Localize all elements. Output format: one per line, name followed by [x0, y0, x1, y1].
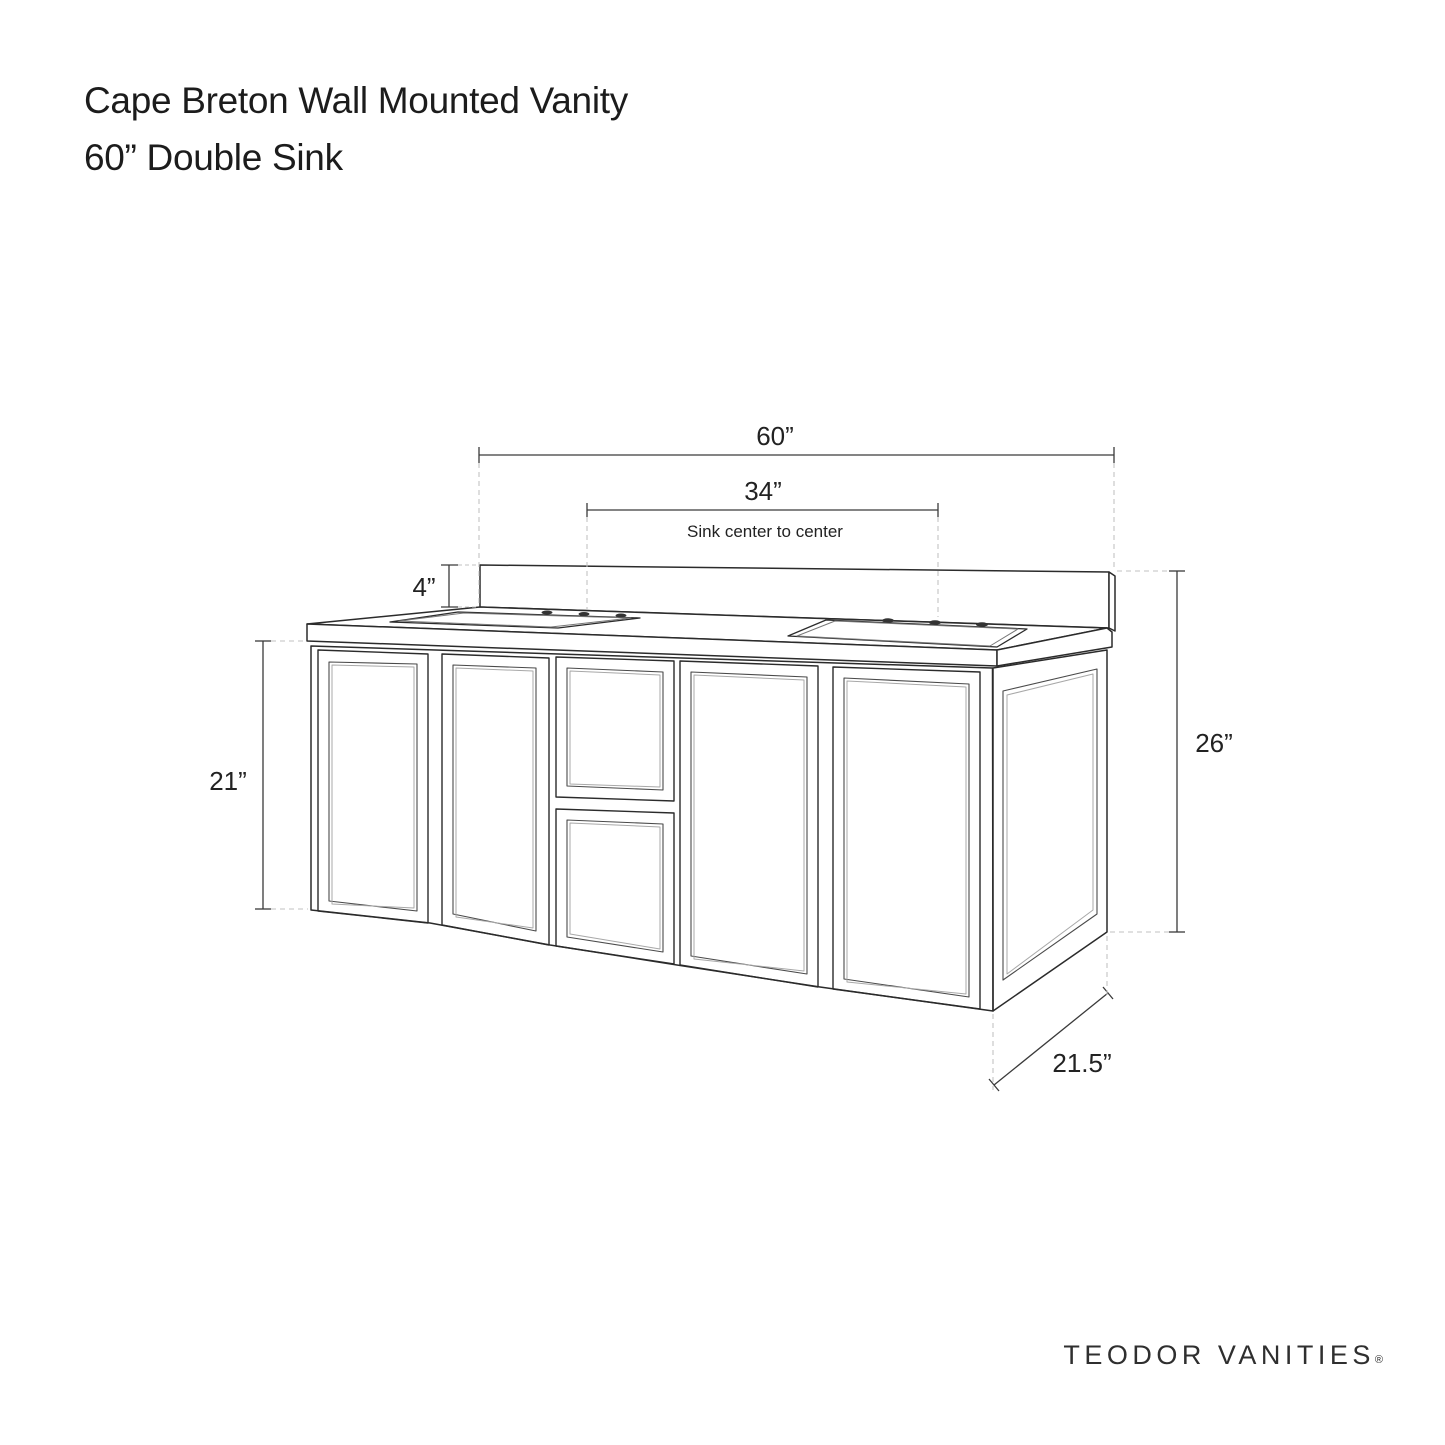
sink-left-rim-outer — [389, 611, 641, 629]
page-title-line1: Cape Breton Wall Mounted Vanity — [84, 80, 628, 121]
dimension-depth: 21.5” — [988, 936, 1114, 1092]
dimension-width: 60” — [478, 421, 1115, 606]
dimension-backsplash-height: 4” — [412, 564, 478, 608]
cabinet-front-outline — [310, 645, 994, 1012]
faucet-hole — [882, 618, 894, 623]
vanity-drawing — [306, 564, 1116, 1012]
door-4-panel — [843, 677, 970, 998]
dimension-total-height: 26” — [1110, 570, 1233, 933]
backsplash-right-face — [1108, 571, 1116, 632]
sink-left — [389, 610, 641, 629]
faucet-hole — [929, 620, 941, 625]
brand-name: TEODOR VANITIES — [1063, 1340, 1375, 1370]
side-panel-bevel — [1006, 673, 1094, 975]
title-block: Cape Breton Wall Mounted Vanity 60” Doub… — [84, 72, 628, 186]
drawer-1 — [555, 656, 675, 802]
dim-label-width: 60” — [756, 421, 794, 451]
drawer-1-outline — [555, 656, 675, 802]
faucet-hole — [615, 613, 627, 618]
door-1-panel-bevel — [331, 664, 415, 909]
drawer-1-panel — [566, 667, 664, 791]
door-2 — [441, 653, 550, 946]
page-title-line2: 60” Double Sink — [84, 137, 343, 178]
sink-right-faucet-holes — [882, 618, 988, 627]
sink-left-faucet-holes — [541, 610, 627, 618]
countertop-right-face — [996, 627, 1113, 667]
door-2-panel — [452, 664, 537, 932]
drawer-2-panel — [566, 819, 664, 953]
side-panel — [992, 649, 1108, 1012]
drawer-2-outline — [555, 808, 675, 965]
door-3-panel-bevel — [693, 674, 805, 972]
door-4-panel-bevel — [846, 680, 967, 995]
door-4 — [832, 666, 981, 1010]
sink-right-rim-outer — [787, 619, 1028, 648]
door-3-outline — [679, 660, 819, 988]
dimension-cabinet-height: 21” — [209, 640, 308, 910]
sink-left-rim-inner — [398, 612, 632, 628]
countertop — [306, 606, 1113, 667]
registered-trademark-icon: ® — [1374, 1354, 1383, 1366]
door-3 — [679, 660, 819, 988]
dim-label-sink-spacing: 34” — [744, 476, 782, 506]
door-1-outline — [317, 649, 429, 924]
faucet-hole — [541, 610, 553, 615]
sink-right-rim-inner — [796, 620, 1019, 647]
dim-line — [993, 992, 1109, 1086]
dim-label-depth: 21.5” — [1052, 1048, 1111, 1078]
dim-note-sink-spacing: Sink center to center — [687, 522, 843, 541]
side-panel-outline — [992, 649, 1108, 1012]
brand-logo: TEODOR VANITIES® — [1063, 1340, 1383, 1371]
dim-label-backsplash-height: 4” — [412, 572, 435, 602]
dim-label-total-height: 26” — [1195, 728, 1233, 758]
drawer-2-panel-bevel — [569, 822, 661, 950]
side-panel-inner — [1002, 668, 1098, 981]
sink-right — [787, 618, 1028, 648]
dim-tick — [1102, 986, 1114, 1000]
dim-tick — [988, 1078, 1000, 1092]
faucet-hole — [976, 622, 988, 627]
door-3-panel — [690, 671, 808, 975]
door-2-outline — [441, 653, 550, 946]
door-1-panel — [328, 661, 418, 912]
dimension-sink-spacing: 34” Sink center to center — [586, 476, 939, 617]
drawer-2 — [555, 808, 675, 965]
door-2-panel-bevel — [455, 667, 534, 929]
dim-label-cabinet-height: 21” — [209, 766, 247, 796]
door-1 — [317, 649, 429, 924]
door-4-outline — [832, 666, 981, 1010]
drawer-1-panel-bevel — [569, 670, 661, 788]
faucet-hole — [578, 612, 590, 616]
